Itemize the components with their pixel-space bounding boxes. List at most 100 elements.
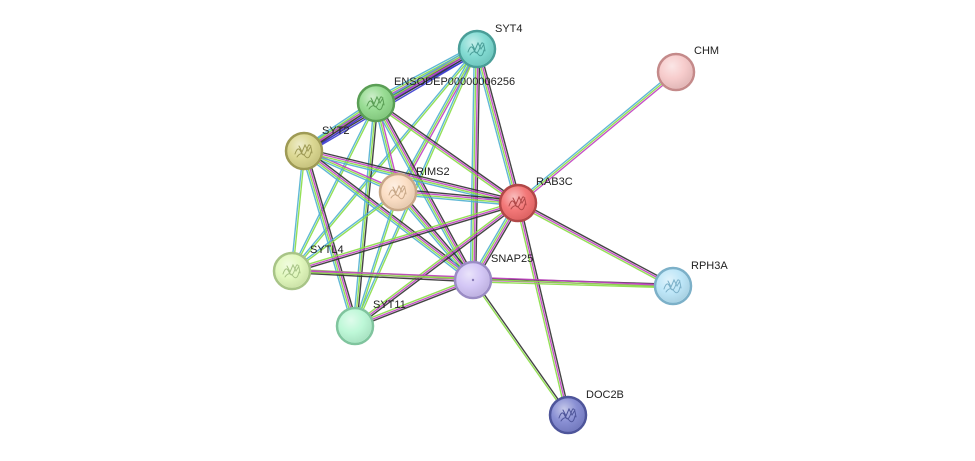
edge-evidence-line: [291, 202, 519, 272]
edge-evidence-line: [304, 149, 519, 203]
edge-evidence-line: [304, 147, 519, 202]
node-label-rph3a: RPH3A: [691, 260, 728, 272]
node-chm[interactable]: CHM: [656, 45, 719, 92]
edge-evidence-line: [374, 103, 518, 206]
edge-evidence-line: [352, 102, 375, 326]
node-ensodep[interactable]: ENSODEP00000006256: [356, 76, 515, 123]
edge-rims2-snap25[interactable]: [395, 189, 476, 283]
node-rab3c[interactable]: RAB3C: [498, 176, 573, 223]
edge-rab3c-sytl4[interactable]: [291, 200, 519, 274]
node-highlight: [656, 269, 690, 303]
edge-syt4-sytl4[interactable]: [290, 47, 479, 273]
node-highlight: [551, 398, 585, 432]
edge-evidence-line: [290, 102, 376, 271]
node-center-dot: [471, 278, 475, 282]
edge-rims2-syt11[interactable]: [353, 191, 400, 327]
node-highlight: [659, 55, 693, 89]
edge-syt4-rab3c[interactable]: [473, 48, 522, 204]
edge-evidence-line: [478, 48, 522, 203]
edge-evidence-line: [518, 72, 678, 205]
edge-snap25-syt11[interactable]: [354, 277, 474, 329]
edge-syt2-syt11[interactable]: [300, 150, 359, 327]
edge-evidence-line: [376, 100, 520, 203]
edge-evidence-line: [473, 279, 570, 415]
edge-evidence-line: [354, 202, 519, 327]
protein-structure-icon: [388, 184, 407, 200]
edge-evidence-line: [398, 188, 519, 202]
edge-evidence-line: [519, 202, 571, 415]
edge-evidence-line: [300, 151, 354, 327]
edge-evidence-line: [395, 193, 472, 283]
node-highlight: [359, 86, 393, 120]
edge-evidence-line: [515, 203, 567, 416]
edge-evidence-line: [355, 203, 520, 328]
node-sytl4[interactable]: SYTL4: [272, 244, 344, 291]
edge-evidence-line: [355, 192, 400, 327]
edge-evidence-line: [292, 192, 399, 273]
node-label-syt2: SYT2: [322, 125, 350, 137]
node-label-sytl4: SYTL4: [310, 244, 344, 256]
node-rims2[interactable]: RIMS2: [378, 166, 450, 212]
node-syt11[interactable]: SYT11: [335, 299, 406, 346]
edge-ensodep-sytl4[interactable]: [290, 102, 378, 272]
edge-rab3c-doc2b[interactable]: [515, 202, 571, 416]
node-highlight: [338, 309, 372, 343]
node-label-syt11: SYT11: [373, 299, 406, 311]
edge-evidence-line: [397, 193, 518, 207]
node-highlight: [287, 134, 321, 168]
protein-structure-icon: [467, 41, 486, 57]
edge-layer: [290, 44, 678, 416]
edge-evidence-line: [290, 47, 477, 271]
edge-evidence-line: [290, 150, 304, 271]
edge-evidence-line: [304, 150, 357, 326]
edge-evidence-line: [396, 192, 473, 282]
edge-evidence-line: [291, 200, 518, 270]
edge-evidence-line: [472, 281, 673, 289]
node-snap25[interactable]: SNAP25: [453, 253, 533, 300]
edge-evidence-line: [355, 281, 474, 329]
node-label-snap25: SNAP25: [491, 253, 533, 265]
edge-evidence-line: [475, 49, 518, 204]
node-label-rims2: RIMS2: [416, 166, 450, 178]
edge-evidence-line: [471, 280, 568, 416]
edge-evidence-line: [292, 204, 519, 274]
node-doc2b[interactable]: DOC2B: [548, 389, 624, 435]
edge-evidence-line: [292, 151, 306, 272]
edge-rims2-rab3c[interactable]: [397, 188, 519, 207]
edge-syt2-sytl4[interactable]: [290, 150, 306, 272]
edge-rims2-sytl4[interactable]: [291, 190, 399, 273]
protein-structure-icon: [558, 407, 577, 423]
node-label-doc2b: DOC2B: [586, 389, 624, 401]
edge-evidence-line: [518, 200, 675, 286]
node-highlight: [275, 254, 309, 288]
node-highlight: [381, 175, 415, 209]
node-highlight: [501, 186, 535, 220]
node-label-rab3c: RAB3C: [536, 176, 573, 188]
edge-ensodep-rab3c[interactable]: [374, 100, 520, 206]
node-label-chm: CHM: [694, 45, 719, 57]
edge-evidence-line: [356, 103, 379, 327]
edge-evidence-line: [516, 70, 676, 203]
node-highlight: [460, 32, 494, 66]
protein-structure-icon: [366, 95, 385, 111]
edge-evidence-line: [291, 190, 398, 271]
edge-evidence-line: [353, 191, 398, 326]
edge-rab3c-rph3a[interactable]: [516, 200, 675, 289]
edge-evidence-line: [517, 71, 677, 204]
edge-evidence-line: [291, 272, 473, 283]
edge-snap25-doc2b[interactable]: [471, 279, 570, 416]
edge-evidence-line: [305, 150, 359, 326]
node-syt2[interactable]: SYT2: [284, 125, 350, 171]
edge-evidence-line: [355, 49, 479, 327]
edge-evidence-line: [292, 103, 378, 272]
edge-chm-rab3c[interactable]: [516, 70, 678, 205]
edge-evidence-line: [471, 48, 477, 280]
node-rph3a[interactable]: RPH3A: [653, 260, 728, 306]
edge-evidence-line: [373, 44, 476, 100]
node-syt4[interactable]: SYT4: [457, 23, 523, 69]
protein-structure-icon: [294, 143, 313, 159]
edge-evidence-line: [375, 102, 519, 204]
edge-evidence-line: [517, 202, 569, 416]
edge-rab3c-syt11[interactable]: [353, 201, 520, 328]
